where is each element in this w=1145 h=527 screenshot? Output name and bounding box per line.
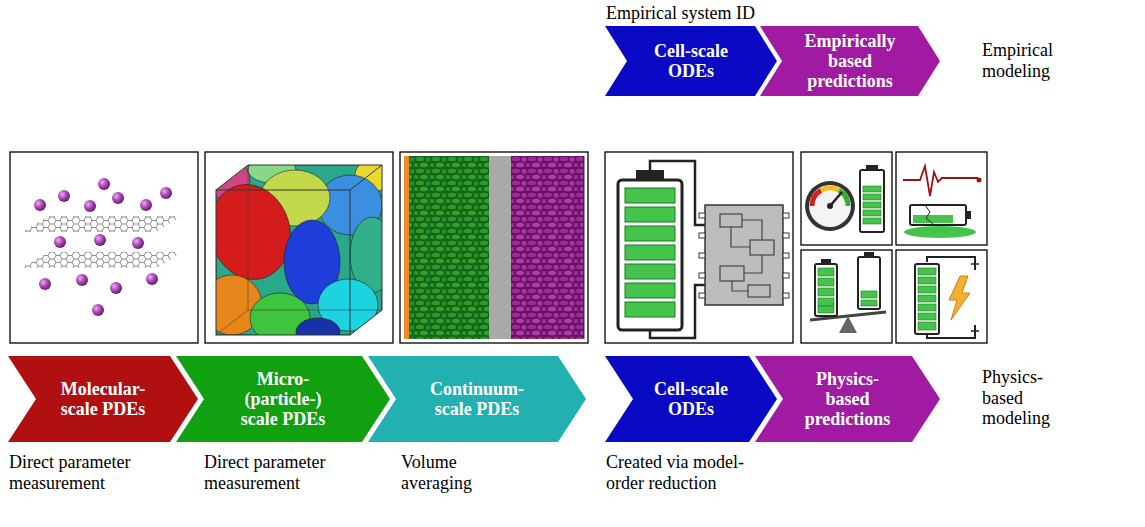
step-label: Physics- based predictions (800, 369, 895, 429)
particle-cube (199, 152, 395, 346)
chevron-step: Physics- based predictions (755, 356, 940, 442)
chevron-fill (760, 26, 940, 96)
caption-text: Volume averaging (401, 452, 496, 493)
step-label: Cell-scale ODEs (641, 379, 741, 419)
caption-text: Direct parameter measurement (9, 452, 189, 493)
chevron-fill (605, 356, 777, 442)
step-label: Micro- (particle-) scale PDEs (228, 369, 338, 429)
chevron-step: Cell-scale ODEs (605, 26, 777, 96)
chevron-fill (368, 356, 586, 442)
caption-text: Created via model- order reduction (606, 452, 771, 493)
caption-text: Direct parameter measurement (204, 452, 384, 493)
caption-text: Physics- based modeling (982, 367, 1072, 429)
step-label: Empirically based predictions (798, 31, 903, 91)
chevron-step: Empirically based predictions (760, 26, 940, 96)
chevron-fill (755, 356, 940, 442)
cell-cross-section (400, 152, 588, 343)
battery-controller (605, 152, 793, 343)
chevron-step: Cell-scale ODEs (605, 356, 777, 442)
molecular-picture (10, 152, 198, 343)
chevron-fill (8, 356, 198, 442)
chevron-step: Micro- (particle-) scale PDEs (176, 356, 390, 442)
step-label: Continuum- scale PDEs (417, 379, 537, 419)
caption-text: Empirical system ID (606, 3, 755, 24)
chevron-step: Molecular- scale PDEs (8, 356, 198, 442)
caption-text: Empirical modeling (982, 40, 1082, 81)
chevron-fill (605, 26, 777, 96)
prediction-icons (801, 152, 987, 343)
step-label: Molecular- scale PDEs (46, 379, 161, 419)
chevron-fill (176, 356, 390, 442)
step-label: Cell-scale ODEs (641, 41, 741, 81)
chevron-step: Continuum- scale PDEs (368, 356, 586, 442)
